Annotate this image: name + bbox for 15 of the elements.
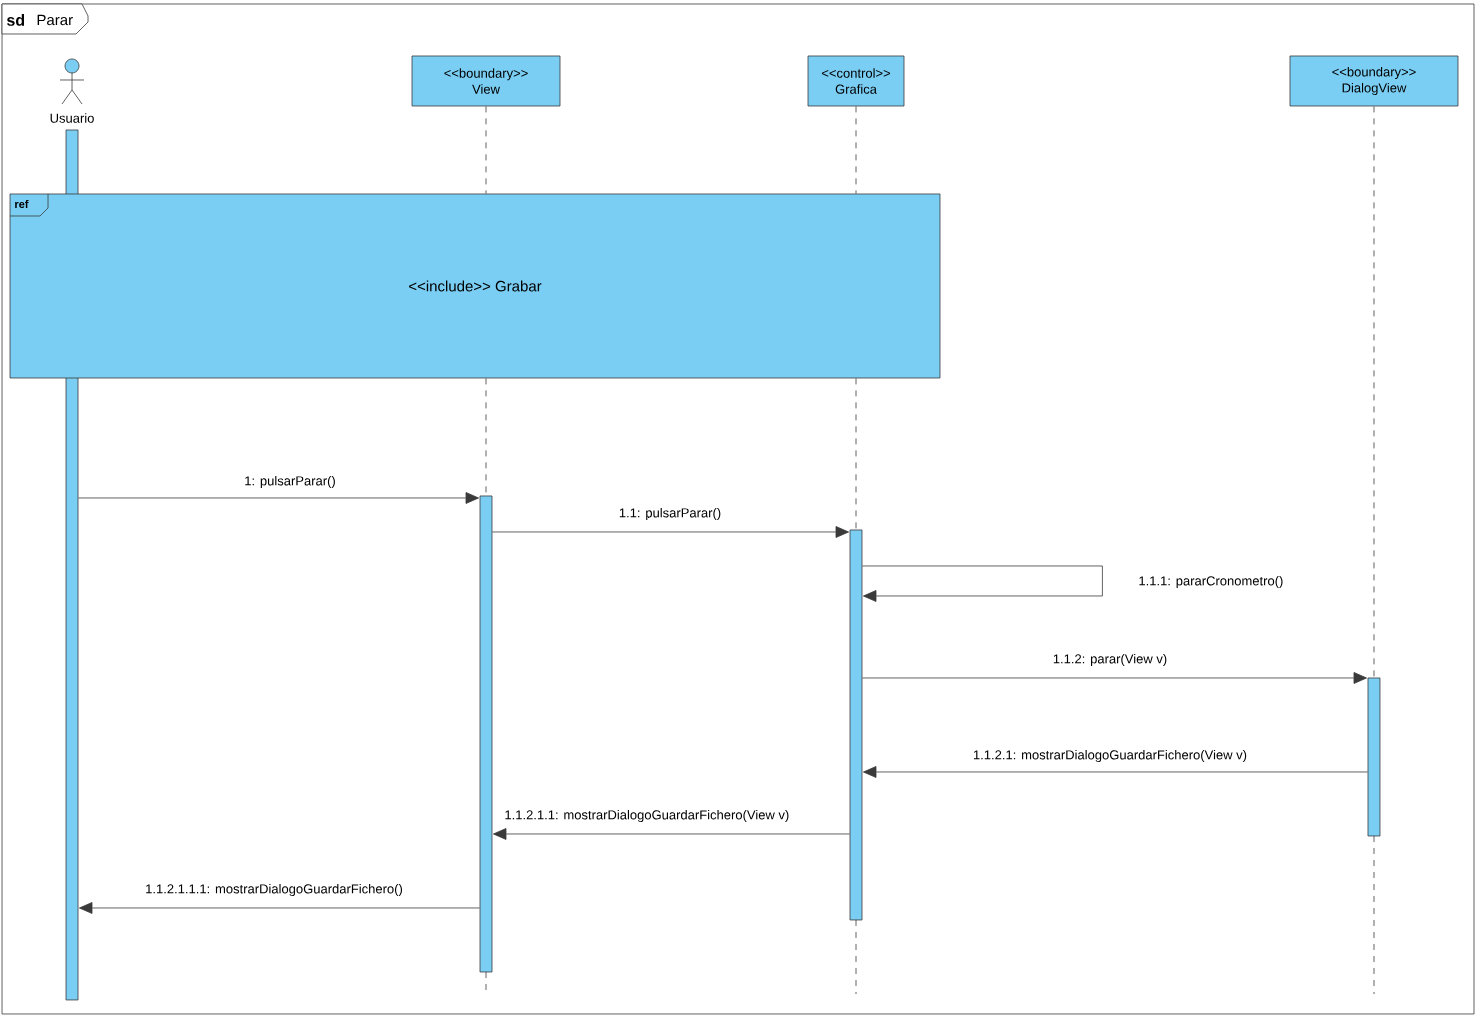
message-arrow: [79, 902, 480, 914]
message-arrow: [862, 672, 1367, 684]
lifeline: [485, 378, 487, 496]
message-arrow: [492, 526, 849, 538]
lifeline: [855, 378, 857, 530]
activation-bar: [1367, 677, 1381, 837]
message-arrow: [862, 565, 1103, 602]
message-arrow: [863, 766, 1368, 778]
activation-bar: [849, 529, 863, 921]
lifeline: [485, 106, 487, 194]
message-arrow: [493, 828, 850, 840]
lifeline: [1373, 106, 1375, 678]
lifeline: [855, 106, 857, 194]
activation-bar: [479, 495, 493, 973]
message-arrow: [78, 492, 479, 504]
